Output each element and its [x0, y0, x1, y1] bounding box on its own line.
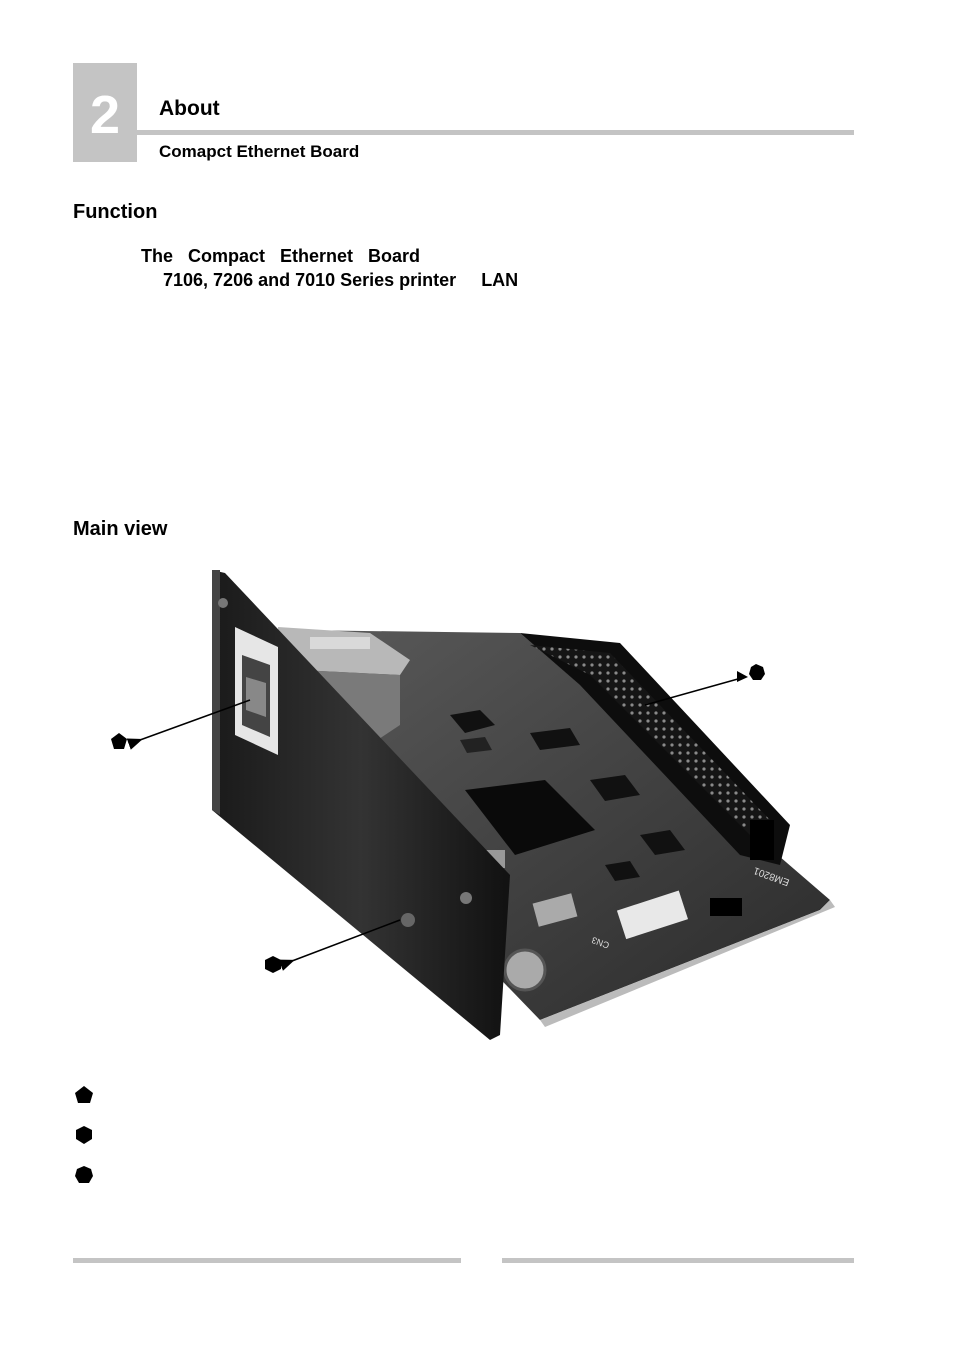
chapter-title: About [159, 97, 220, 120]
mounting-bracket [212, 570, 510, 1040]
callout-marker-pentagon [111, 733, 127, 749]
function-text-line-1: The Compact Ethernet Board [141, 246, 421, 266]
chapter-subtitle: Comapct Ethernet Board [159, 142, 360, 161]
legend-marker-pentagon [75, 1086, 93, 1103]
chapter-number: 2 [89, 85, 121, 145]
callout-arrow-header [644, 676, 746, 706]
function-text-line-2: 7106, 7206 and 7010 Series printer LAN [163, 270, 519, 290]
footer-rule-left [73, 1258, 461, 1263]
callout-marker-heptagon [749, 664, 765, 680]
header-divider [137, 130, 854, 135]
callout-arrow-led [278, 919, 401, 971]
function-heading: Function [73, 201, 158, 223]
legend-marker-hexagon [76, 1126, 92, 1144]
components: EM8201 CN3 [480, 850, 791, 992]
ethernet-board-figure: EM8201 CN3 [111, 570, 835, 1040]
chips [450, 710, 685, 881]
chapter-number-box: 2 [73, 63, 137, 162]
callout-marker-hexagon [265, 956, 281, 973]
callout-arrow-rj45 [126, 699, 251, 750]
footer-rule-right [502, 1258, 854, 1263]
legend-marker-heptagon [75, 1166, 93, 1183]
pin-header [520, 633, 790, 865]
main-view-heading: Main view [73, 518, 168, 540]
